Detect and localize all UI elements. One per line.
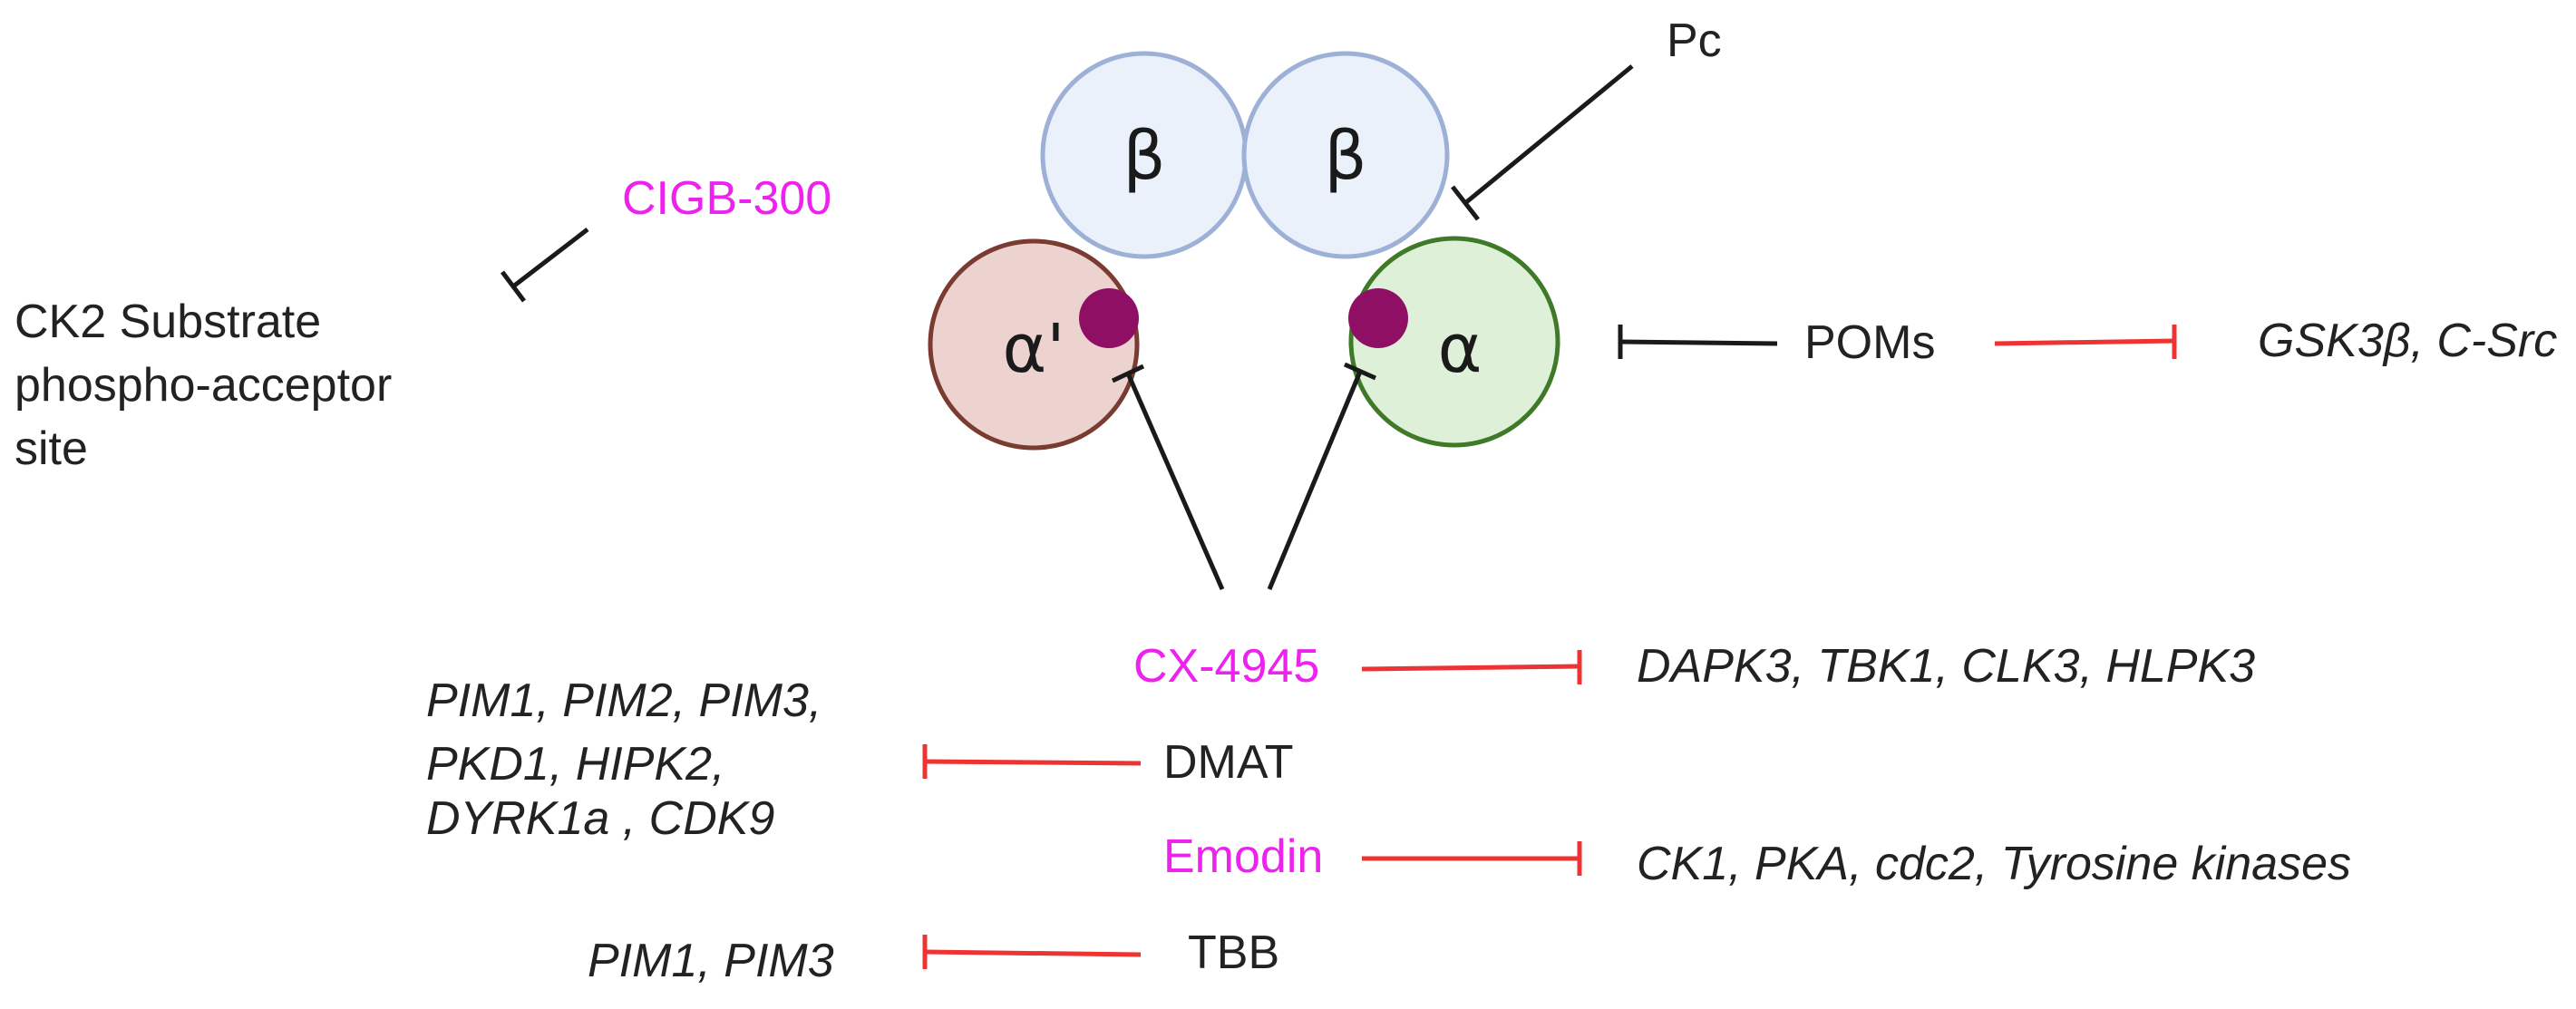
cx4945-label: CX-4945 bbox=[1133, 640, 1319, 693]
beta-subunit-right bbox=[1241, 51, 1450, 259]
cigb300-label: CIGB-300 bbox=[622, 172, 831, 225]
poms-inhibition-line bbox=[1619, 339, 1778, 346]
substrate-site-line-2: phospho-acceptor bbox=[15, 359, 392, 412]
dmat-targets-line-2: PKD1, HIPK2, bbox=[426, 738, 724, 791]
poms-offtarget-line bbox=[1994, 338, 2175, 346]
cx4945-targets: DAPK3, TBK1, CLK3, HLPK3 bbox=[1637, 640, 2255, 693]
alpha-subunit bbox=[1348, 236, 1560, 448]
pc-inhibition-line bbox=[1463, 64, 1634, 205]
black-inhibition-arrows bbox=[501, 64, 1778, 591]
dmat-targets-line-1: PIM1, PIM2, PIM3, bbox=[426, 674, 821, 727]
red-inhibition-arrows bbox=[922, 325, 2177, 969]
beta-left-label: β bbox=[1123, 117, 1165, 195]
cx4945-to-alpha-bar bbox=[1343, 362, 1377, 381]
dmat-targets-line-3: DYRK1a , CDK9 bbox=[426, 792, 774, 845]
pc-label: Pc bbox=[1667, 15, 1722, 67]
tbb-offtarget-line bbox=[924, 949, 1142, 957]
alpha-label: α bbox=[1438, 310, 1482, 388]
cx4945-to-alpha-prime-bar bbox=[1111, 364, 1145, 383]
poms-targets: GSK3β, C-Src bbox=[2258, 315, 2557, 367]
emodin-targets: CK1, PKA, cdc2, Tyrosine kinases bbox=[1637, 838, 2351, 890]
labels: Pc CIGB-300 CK2 Substrate phospho-accept… bbox=[15, 15, 2557, 987]
poms-label: POMs bbox=[1804, 316, 1935, 369]
substrate-site-line-1: CK2 Substrate bbox=[15, 296, 321, 348]
cigb300-inhibition-bar bbox=[501, 270, 526, 303]
dmat-offtarget-line bbox=[924, 759, 1142, 766]
alpha-active-site bbox=[1348, 288, 1408, 348]
alpha-prime-label: α' bbox=[1002, 310, 1064, 388]
cx4945-to-alpha-line bbox=[1267, 371, 1363, 590]
pc-inhibition-bar bbox=[1451, 185, 1480, 221]
ck2-holoenzyme: β β α' α bbox=[928, 51, 1560, 451]
tbb-label: TBB bbox=[1188, 927, 1279, 979]
cx4945-offtarget-line bbox=[1361, 664, 1580, 672]
emodin-label: Emodin bbox=[1163, 830, 1323, 883]
alpha-prime-active-site bbox=[1079, 288, 1139, 348]
beta-right-label: β bbox=[1324, 117, 1366, 195]
cigb300-inhibition-line bbox=[511, 228, 589, 288]
cx4945-to-alpha-prime-line bbox=[1125, 372, 1225, 591]
substrate-site-line-3: site bbox=[15, 422, 88, 475]
tbb-targets: PIM1, PIM3 bbox=[588, 935, 834, 987]
alpha-prime-subunit bbox=[928, 238, 1140, 451]
dmat-label: DMAT bbox=[1163, 736, 1293, 789]
